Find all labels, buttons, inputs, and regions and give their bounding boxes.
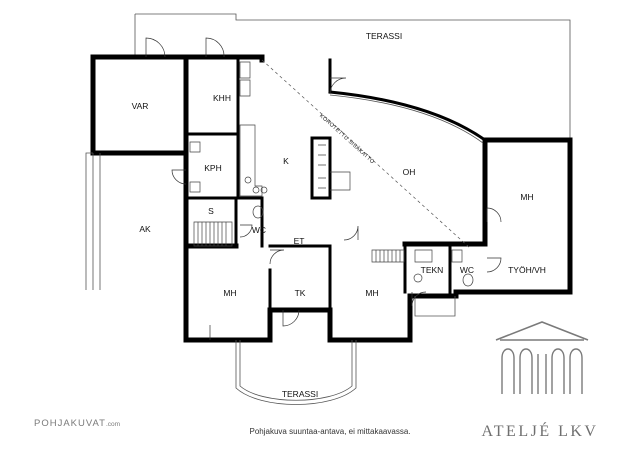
pohjakuvat-brand: POHJAKUVAT.com	[34, 418, 121, 429]
outer-walls-right	[402, 137, 573, 295]
interior-walls	[184, 55, 452, 312]
label-tekn: TEKN	[421, 265, 444, 275]
label-var: VAR	[132, 101, 149, 111]
columned-pavilion-logo-icon	[495, 321, 589, 394]
label-mh-right: MH	[520, 192, 533, 202]
toilet-2	[462, 273, 474, 287]
label-terassi-bottom: TERASSI	[282, 389, 318, 399]
terrace-top-outline	[135, 13, 571, 140]
label-tyoh-vh: TYÖH/VH	[508, 265, 546, 275]
label-ak: AK	[139, 224, 151, 234]
label-s: S	[208, 206, 214, 216]
label-tk: TK	[295, 288, 306, 298]
label-terassi-top: TERASSI	[366, 31, 402, 41]
label-oh: OH	[403, 167, 416, 177]
label-et: ET	[294, 236, 305, 246]
kitchen-island	[310, 136, 332, 200]
stairs	[193, 221, 233, 247]
disclaimer-note: Pohjakuva suuntaa-antava, ei mittakaavas…	[249, 427, 411, 436]
outer-walls-bottom	[267, 289, 459, 343]
label-mh-left: MH	[223, 288, 236, 298]
label-khh: KHH	[213, 93, 231, 103]
atelje-lkv-brand: ATELJÉ LKV	[481, 423, 599, 440]
carport-outline	[85, 152, 101, 290]
label-mh-mid: MH	[365, 288, 378, 298]
toilet-1	[252, 205, 264, 219]
label-k: K	[283, 156, 289, 166]
kitchen-counter	[239, 124, 263, 197]
label-wc-1: WC	[252, 225, 266, 235]
label-kph: KPH	[204, 163, 221, 173]
raised-ceiling-line	[261, 59, 471, 249]
label-wc-2: WC	[460, 265, 474, 275]
terrace-bottom-outline	[235, 340, 357, 405]
curved-glass-wall	[328, 90, 488, 143]
